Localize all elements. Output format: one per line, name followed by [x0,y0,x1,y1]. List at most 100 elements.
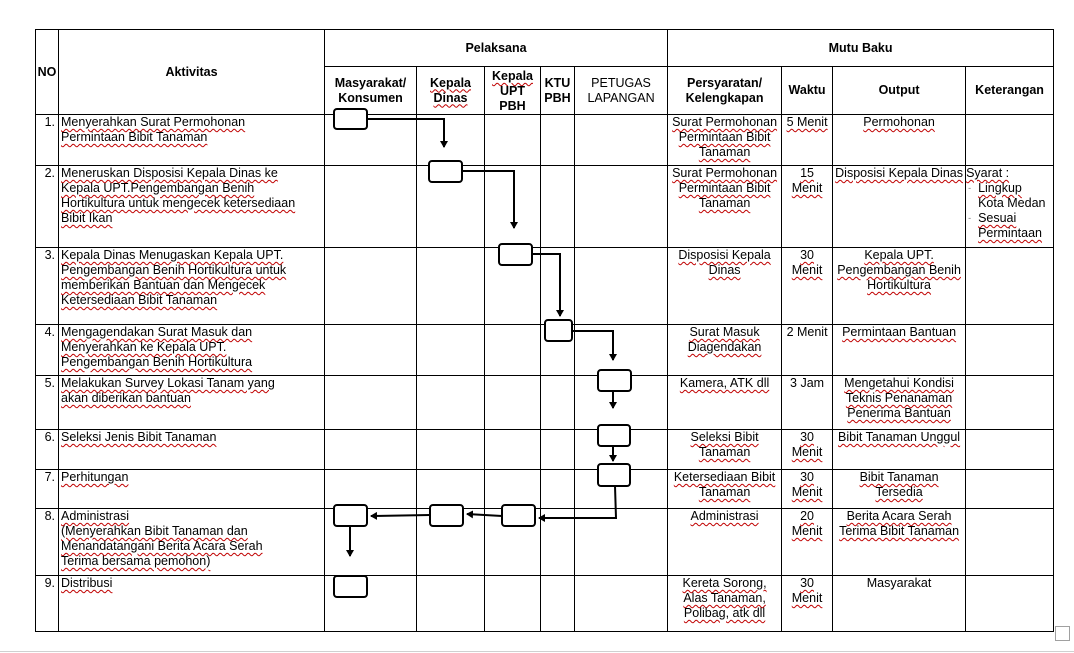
row-number: 7. [35,469,59,509]
keterangan-cell [965,508,1055,576]
keterangan-item-line: Kota Medan [978,196,1046,210]
keterangan-title: Syarat : [966,166,1010,181]
lane-kepala-upt-cell [484,469,541,509]
waktu-line: 5 Menit [786,115,828,130]
persyaratan-line: Seleksi Bibit [690,430,759,445]
lane-masyarakat-cell [324,469,417,509]
lane-masyarakat-cell [324,508,417,576]
persyaratan-line: Surat Permohonan [672,166,778,181]
persyaratan-cell: Administrasi [667,508,783,576]
keterangan-cell [965,247,1055,325]
persyaratan-line: Tanaman [698,145,751,159]
activity-cell: Administrasi(Menyerahkan Bibit Tanaman d… [58,508,325,576]
output-line: Hortikultura [867,278,932,292]
waktu-line: 30 [800,248,815,263]
lane-kepala-dinas-cell [416,324,485,376]
waktu-cell: 5 Menit [781,114,834,166]
lane-kepala-upt-cell [484,375,541,430]
output-line: Mengetahui Kondisi [844,376,954,391]
lane-kepala-dinas-cell [416,247,485,325]
persyaratan-line: Alas Tanaman, [683,591,766,605]
persyaratan-line: Surat Masuk [689,325,760,340]
output-line: Tersedia [875,485,923,499]
waktu-cell: 3 Jam [781,375,834,430]
keterangan-cell [965,114,1055,166]
aktivitas-line: Menyerahkan ke Kepala UPT. [61,340,227,354]
keterangan-item-line: Sesuai [978,211,1017,225]
lane-ktu-cell [540,165,575,248]
persyaratan-line: Dinas [708,263,741,277]
header-ktu-line2: PBH [544,90,571,105]
lane-kepala-dinas-cell [416,508,485,576]
output-line: Masyarakat [866,576,932,591]
header-petugas-line1: PETUGAS [591,75,651,90]
lane-ktu-cell [540,575,575,632]
lane-masyarakat-cell [324,324,417,376]
waktu-line: Menit [791,591,823,605]
output-cell: Permohonan [832,114,967,166]
persyaratan-line: Permintaan Bibit [678,181,771,195]
lane-kepala-dinas-cell [416,575,485,632]
lane-masyarakat-cell [324,114,417,166]
lane-masyarakat-cell [324,575,417,632]
lane-petugas-cell [573,429,669,470]
header-kepala-upt-line1: Kepala [492,69,533,83]
page-bottom-border [0,651,1074,652]
output-line: Permohonan [863,115,935,130]
persyaratan-line: Tanaman [698,445,751,459]
lane-kepala-upt-cell [484,575,541,632]
lane-kepala-dinas-cell [416,429,485,470]
aktivitas-line: Kepala UPT.Pengembangan Benih [61,181,255,195]
lane-ktu-cell [540,508,575,576]
lane-petugas-cell [573,247,669,325]
lane-masyarakat-cell [324,375,417,430]
header-aktivitas: Aktivitas [58,29,325,115]
activity-cell: Distribusi [58,575,325,632]
lane-ktu-cell [540,375,575,430]
table-row: 3.Kepala Dinas Menugaskan Kepala UPT.Pen… [35,247,1055,325]
activity-cell: Perhitungan [58,469,325,509]
table-row: 8.Administrasi(Menyerahkan Bibit Tanaman… [35,508,1055,576]
aktivitas-line: (Menyerahkan Bibit Tanaman dan [61,524,248,538]
output-cell: Disposisi Kepala Dinas [832,165,967,248]
header-output: Output [832,66,967,115]
persyaratan-cell: Kamera, ATK dll [667,375,783,430]
waktu-line: 30 [800,576,815,591]
waktu-line: Menit [791,181,823,195]
lane-petugas-cell [573,324,669,376]
keterangan-cell [965,575,1055,632]
waktu-line: 3 Jam [790,376,825,391]
waktu-line: Menit [791,485,823,499]
output-line: Bibit Tanaman Unggul [838,430,961,445]
table-resize-handle[interactable] [1055,626,1070,641]
sop-table: NO Aktivitas Pelaksana Mutu Baku Masyara… [35,29,1055,632]
lane-petugas-cell [573,469,669,509]
aktivitas-line: Pengembangan Benih Hortikultura untuk [61,263,287,277]
aktivitas-line: akan diberikan bantuan [61,391,191,405]
persyaratan-line: Tanaman [698,196,751,210]
header-masyarakat-line1: Masyarakat/ [334,75,407,90]
persyaratan-line: Administrasi [690,509,759,524]
lane-masyarakat-cell [324,429,417,470]
aktivitas-line: Distribusi [61,576,113,591]
output-cell: Masyarakat [832,575,967,632]
aktivitas-line: Menyerahkan Surat Permohonan [61,115,246,130]
lane-kepala-upt-cell [484,247,541,325]
header-petugas: PETUGAS LAPANGAN [573,66,669,115]
header-keterangan: Keterangan [965,66,1055,115]
header-kepala-dinas: Kepala Dinas [416,66,485,115]
